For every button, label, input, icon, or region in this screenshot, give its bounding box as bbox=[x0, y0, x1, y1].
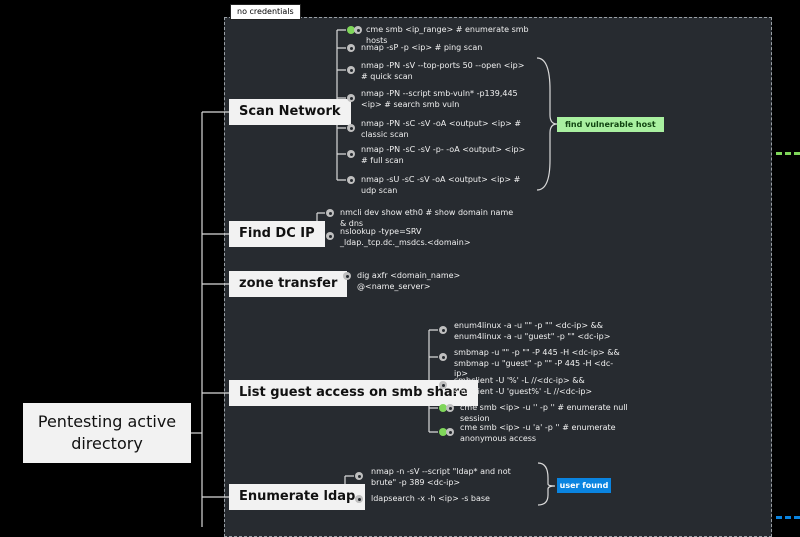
green-check-icon bbox=[439, 428, 447, 436]
dc-item-nslookup[interactable]: nslookup -type=SRV _ldap._tcp.dc._msdcs.… bbox=[340, 227, 471, 247]
bullet-icon bbox=[354, 26, 362, 34]
frame-label: no credentials bbox=[230, 4, 301, 20]
ldap-item-ldapsearch[interactable]: ldapsearch -x -h <ip> -s base bbox=[371, 494, 490, 503]
bullet-icon bbox=[347, 94, 355, 102]
branch-scan-network[interactable]: Scan Network bbox=[229, 99, 351, 125]
branch-enumerate-ldap[interactable]: Enumerate ldap bbox=[229, 484, 366, 510]
bullet-icon bbox=[446, 404, 454, 412]
bullet-icon bbox=[343, 272, 351, 280]
zone-item-dig[interactable]: dig axfr <domain_name> @<name_server> bbox=[357, 271, 461, 291]
green-check-icon bbox=[347, 26, 355, 34]
bullet-icon bbox=[347, 44, 355, 52]
scan-item-udp[interactable]: nmap -sU -sC -sV -oA <output> <ip> # udp… bbox=[361, 175, 521, 195]
bullet-icon bbox=[355, 472, 363, 480]
scan-item-classic[interactable]: nmap -PN -sC -sV -oA <output> <ip> # cla… bbox=[361, 119, 522, 139]
green-dashed-connector bbox=[776, 152, 800, 158]
scan-item-full[interactable]: nmap -PN -sC -sV -p- -oA <output> <ip> #… bbox=[361, 145, 526, 165]
guest-item-smbclient[interactable]: smbclient -U '%' -L //<dc-ip> && smbclie… bbox=[454, 376, 593, 396]
guest-item-enum4linux[interactable]: enum4linux -a -u "" -p "" <dc-ip> && enu… bbox=[454, 321, 611, 341]
scan-item-quick[interactable]: nmap -PN -sV --top-ports 50 --open <ip> … bbox=[361, 61, 525, 81]
bullet-icon bbox=[439, 353, 447, 361]
tag-find-vulnerable-host[interactable]: find vulnerable host bbox=[557, 117, 664, 132]
blue-dashed-connector bbox=[776, 516, 800, 522]
guest-item-cme-null[interactable]: cme smb <ip> -u '' -p '' # enumerate nul… bbox=[460, 403, 628, 423]
scan-item-cme[interactable]: cme smb <ip_range> # enumerate smb hosts bbox=[366, 25, 529, 45]
branch-zone-transfer[interactable]: zone transfer bbox=[229, 271, 348, 297]
bullet-icon bbox=[347, 124, 355, 132]
bullet-icon bbox=[446, 428, 454, 436]
guest-item-cme-anon[interactable]: cme smb <ip> -u 'a' -p '' # enumerate an… bbox=[460, 423, 616, 443]
root-topic[interactable]: Pentesting active directory bbox=[23, 403, 191, 463]
branch-list-guest-access[interactable]: List guest access on smb share bbox=[229, 380, 478, 406]
bullet-icon bbox=[347, 150, 355, 158]
bullet-icon bbox=[326, 209, 334, 217]
bullet-icon bbox=[347, 176, 355, 184]
bullet-icon bbox=[439, 326, 447, 334]
scan-item-ping[interactable]: nmap -sP -p <ip> # ping scan bbox=[361, 43, 483, 52]
bullet-icon bbox=[355, 495, 363, 503]
branch-find-dc-ip[interactable]: Find DC IP bbox=[229, 221, 325, 247]
ldap-item-nmap[interactable]: nmap -n -sV --script "ldap* and not brut… bbox=[371, 467, 511, 487]
dc-item-nmcli[interactable]: nmcli dev show eth0 # show domain name &… bbox=[340, 208, 514, 228]
green-check-icon bbox=[439, 404, 447, 412]
bullet-icon bbox=[439, 381, 447, 389]
bullet-icon bbox=[326, 232, 334, 240]
scan-item-smb-vuln[interactable]: nmap -PN --script smb-vuln* -p139,445 <i… bbox=[361, 89, 518, 109]
tag-user-found[interactable]: user found bbox=[557, 478, 611, 493]
guest-item-smbmap[interactable]: smbmap -u "" -p "" -P 445 -H <dc-ip> && … bbox=[454, 348, 620, 378]
bullet-icon bbox=[347, 66, 355, 74]
